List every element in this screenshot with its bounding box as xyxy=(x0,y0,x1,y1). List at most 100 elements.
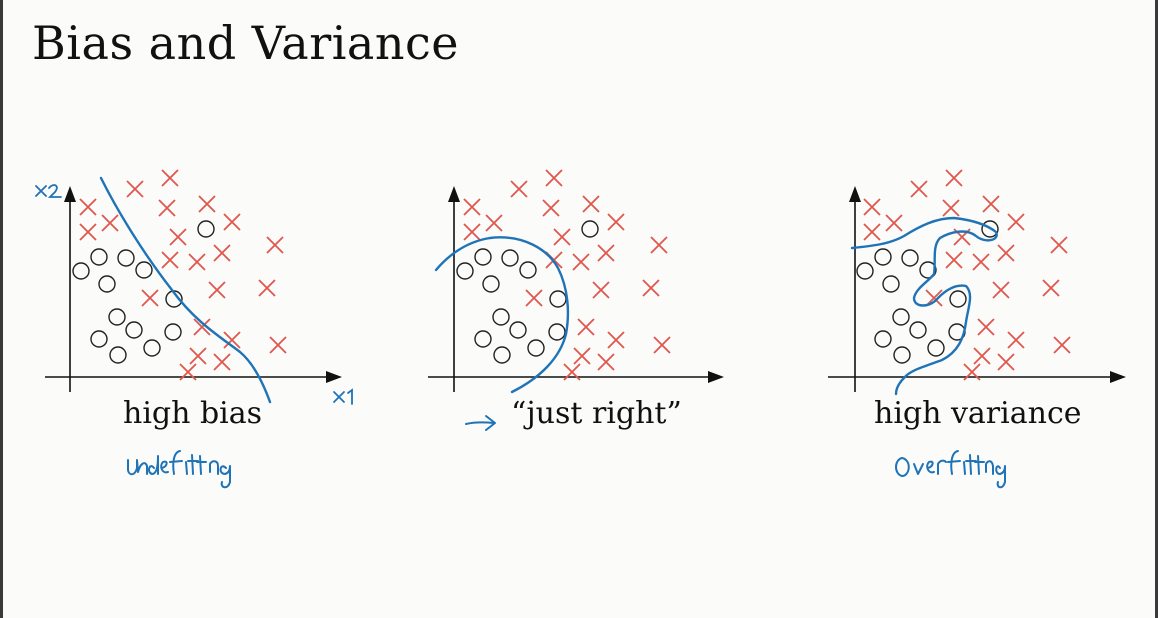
cross-marker xyxy=(161,251,179,269)
circle-marker xyxy=(165,290,183,308)
cross-marker xyxy=(573,347,591,365)
circle-marker xyxy=(482,275,500,293)
underfitting-handwritten-note xyxy=(127,450,231,489)
cross-marker xyxy=(577,318,595,336)
decision-boundary xyxy=(850,216,998,396)
circle-marker xyxy=(892,308,910,326)
cross-marker xyxy=(553,228,571,246)
circle-marker xyxy=(548,323,566,341)
cross-marker xyxy=(597,353,615,371)
axes xyxy=(45,186,342,392)
circle-marker xyxy=(109,346,127,364)
cross-marker xyxy=(607,331,625,349)
circle-marker xyxy=(882,275,900,293)
cross-marker xyxy=(179,363,197,381)
cross-marker xyxy=(213,353,231,371)
circle-marker xyxy=(108,308,126,326)
cross-marker xyxy=(925,289,943,307)
circle-marker xyxy=(856,262,874,280)
cross-marker xyxy=(266,236,284,254)
cross-marker xyxy=(582,195,600,213)
cross-marker xyxy=(101,214,119,232)
caption-just-right: “just right” xyxy=(511,396,682,431)
circle-marker xyxy=(493,346,511,364)
decision-boundary xyxy=(99,176,272,404)
slide-right-edge xyxy=(1155,0,1158,618)
cross-marker xyxy=(572,253,590,271)
caption-high-bias: high bias xyxy=(123,396,263,431)
circle-marker xyxy=(527,339,545,357)
cross-marker xyxy=(642,279,660,297)
slide-title: Bias and Variance xyxy=(32,16,459,70)
data-points xyxy=(456,169,671,381)
circle-marker xyxy=(927,339,945,357)
cross-marker xyxy=(982,195,1000,213)
cross-marker xyxy=(269,336,287,354)
cross-marker xyxy=(141,289,159,307)
circle-marker xyxy=(90,248,108,266)
circle-marker xyxy=(143,339,161,357)
cross-marker xyxy=(79,198,97,216)
x2-axis-label xyxy=(35,184,62,198)
cross-marker xyxy=(597,244,615,262)
cross-marker xyxy=(525,289,543,307)
cross-marker xyxy=(223,331,241,349)
cross-marker xyxy=(997,244,1015,262)
cross-marker xyxy=(885,214,903,232)
caption-high-variance: high variance xyxy=(874,396,1082,431)
cross-marker xyxy=(650,236,668,254)
cross-marker xyxy=(126,180,144,198)
circle-marker xyxy=(135,261,153,279)
cross-marker xyxy=(997,353,1015,371)
cross-marker xyxy=(208,281,226,299)
cross-marker xyxy=(158,199,176,217)
circle-marker xyxy=(519,261,537,279)
circle-marker xyxy=(948,323,966,341)
circle-marker xyxy=(893,346,911,364)
circle-marker xyxy=(549,290,567,308)
cross-marker xyxy=(1007,331,1025,349)
cross-marker xyxy=(953,228,971,246)
cross-marker xyxy=(485,214,503,232)
data-points xyxy=(856,169,1071,381)
cross-marker xyxy=(963,363,981,381)
circle-marker xyxy=(909,321,927,339)
circle-marker xyxy=(164,323,182,341)
cross-marker xyxy=(563,363,581,381)
circle-marker xyxy=(874,248,892,266)
cross-marker xyxy=(1053,336,1071,354)
cross-marker xyxy=(161,169,179,187)
circle-marker xyxy=(901,249,919,267)
cross-marker xyxy=(972,253,990,271)
circle-marker xyxy=(98,275,116,293)
cross-marker xyxy=(942,199,960,217)
cross-marker xyxy=(973,347,991,365)
cross-marker xyxy=(510,180,528,198)
circle-marker xyxy=(197,220,215,238)
axes xyxy=(828,186,1126,392)
cross-marker xyxy=(910,180,928,198)
axes xyxy=(428,186,724,392)
cross-marker xyxy=(463,223,481,241)
cross-marker xyxy=(653,336,671,354)
circle-marker xyxy=(919,261,937,279)
cross-marker xyxy=(945,251,963,269)
arrow-icon xyxy=(465,415,496,431)
cross-marker xyxy=(188,253,206,271)
circle-marker xyxy=(456,262,474,280)
cross-marker xyxy=(607,213,625,231)
cross-marker xyxy=(992,281,1010,299)
cross-marker xyxy=(1007,213,1025,231)
circle-marker xyxy=(474,248,492,266)
cross-marker xyxy=(79,223,97,241)
cross-marker xyxy=(169,228,187,246)
circle-marker xyxy=(501,249,519,267)
circle-marker xyxy=(474,330,492,348)
cross-marker xyxy=(198,195,216,213)
cross-marker xyxy=(213,244,231,262)
cross-marker xyxy=(223,213,241,231)
